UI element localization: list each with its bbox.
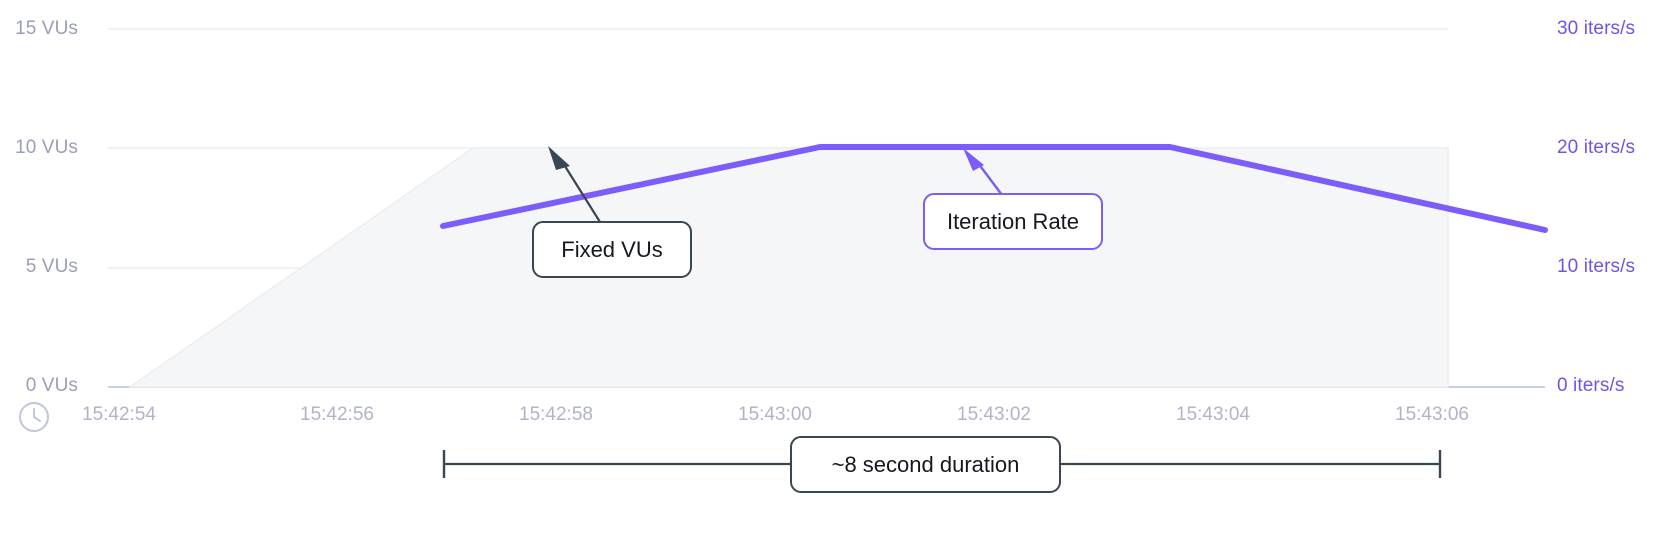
series-iteration-rate-line [440,144,1548,233]
annotation-duration-label: ~8 second duration [831,451,1020,477]
annotation-iteration-rate-label: Iteration Rate [946,208,1080,234]
y-axis-right-tick-20: 20 iters/s [1557,137,1636,158]
y-axis-left-tick-15: 15 VUs [15,18,78,39]
y-axis-left-tick-10: 10 VUs [15,137,78,158]
x-axis-tick-5: 15:43:04 [1176,404,1250,425]
y-axis-right-tick-10: 10 iters/s [1557,256,1636,277]
fixed-vus-arrow [548,146,601,223]
annotation-fixed-vus-label: Fixed VUs [561,236,663,262]
y-axis-right-tick-30: 30 iters/s [1557,18,1636,39]
clock-icon [19,402,49,432]
y-axis-left-tick-0: 0 VUs [25,375,78,396]
annotation-fixed-vus: Fixed VUs [532,221,692,278]
annotation-duration: ~8 second duration [790,436,1061,493]
x-axis-tick-2: 15:42:58 [519,404,593,425]
x-axis-tick-4: 15:43:02 [957,404,1031,425]
y-axis-right-tick-0: 0 iters/s [1557,375,1625,396]
annotation-iteration-rate: Iteration Rate [923,193,1103,250]
y-axis-left-tick-5: 5 VUs [25,256,78,277]
x-axis-tick-1: 15:42:56 [300,404,374,425]
x-axis-tick-6: 15:43:06 [1395,404,1469,425]
series-fixed-vus-area [127,147,1449,388]
x-axis-tick-0: 15:42:54 [82,404,156,425]
x-axis-tick-3: 15:43:00 [738,404,812,425]
